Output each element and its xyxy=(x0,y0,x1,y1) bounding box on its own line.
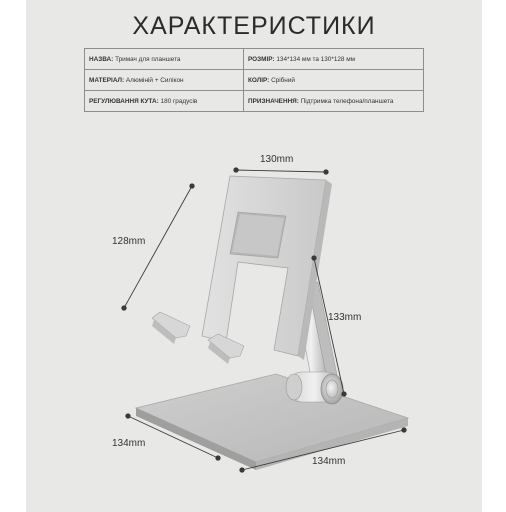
dim-line-arm-length xyxy=(313,257,345,395)
dim-endpoint xyxy=(323,169,329,175)
stand-base xyxy=(134,373,410,470)
spec-row: РЕГУЛЮВАННЯ КУТА: 180 градусів ПРИЗНАЧЕН… xyxy=(84,90,424,112)
dim-label-top-width: 130mm xyxy=(260,154,294,165)
spec-value: Срібний xyxy=(271,76,295,84)
stand-hinge xyxy=(285,371,344,405)
spec-value: Тримач для планшета xyxy=(115,55,181,63)
spec-value: Підтримка телефона/планшета xyxy=(300,97,394,105)
dim-endpoint xyxy=(125,413,131,419)
dim-endpoint xyxy=(341,391,347,397)
spec-table: НАЗВА: Тримач для планшета РОЗМІР: 134*1… xyxy=(84,48,424,112)
page-title: ХАРАКТЕРИСТИКИ xyxy=(132,12,376,40)
dim-label-arm-length: 133mm xyxy=(328,312,362,323)
dim-endpoint xyxy=(121,305,127,311)
dim-endpoint xyxy=(215,455,221,461)
dim-endpoint xyxy=(233,167,239,173)
dim-endpoint xyxy=(189,183,195,189)
dim-label-base-depth: 134mm xyxy=(112,438,146,449)
dim-endpoint xyxy=(239,467,245,473)
spec-label: РЕГУЛЮВАННЯ КУТА: xyxy=(89,97,159,105)
stand-tablet-plate xyxy=(201,175,332,360)
stand-holder-lip-left xyxy=(151,311,191,344)
dim-endpoint xyxy=(311,255,317,261)
spec-label: НАЗВА: xyxy=(89,55,114,63)
product-spec-page: ХАРАКТЕРИСТИКИ НАЗВА: Тримач для планшет… xyxy=(26,0,482,512)
dim-line-base-depth xyxy=(127,415,219,459)
stand-holder-lip-right xyxy=(207,333,245,364)
dimension-lines xyxy=(121,167,407,473)
spec-row: НАЗВА: Тримач для планшета РОЗМІР: 134*1… xyxy=(84,48,424,70)
spec-value: Алюміній + Силікон xyxy=(125,76,184,84)
spec-label: РОЗМІР: xyxy=(248,55,275,63)
spec-cell-purpose: ПРИЗНАЧЕННЯ: Підтримка телефона/планшета xyxy=(243,90,424,112)
dim-line-panel-height xyxy=(123,185,193,309)
dim-label-base-width: 134mm xyxy=(312,456,346,467)
dim-line-base-width xyxy=(241,429,405,471)
spec-label: КОЛІР: xyxy=(248,76,270,84)
dim-endpoint xyxy=(401,427,407,433)
spec-value: 134*134 мм та 130*128 мм xyxy=(276,55,356,63)
tablet-stand-illustration xyxy=(121,167,410,473)
spec-label: ПРИЗНАЧЕННЯ: xyxy=(248,97,299,105)
spec-label: МАТЕРІАЛ: xyxy=(89,76,125,84)
dim-label-panel-height: 128mm xyxy=(112,236,146,247)
spec-value: 180 градусів xyxy=(160,97,198,105)
dim-line-top-width xyxy=(235,169,327,173)
